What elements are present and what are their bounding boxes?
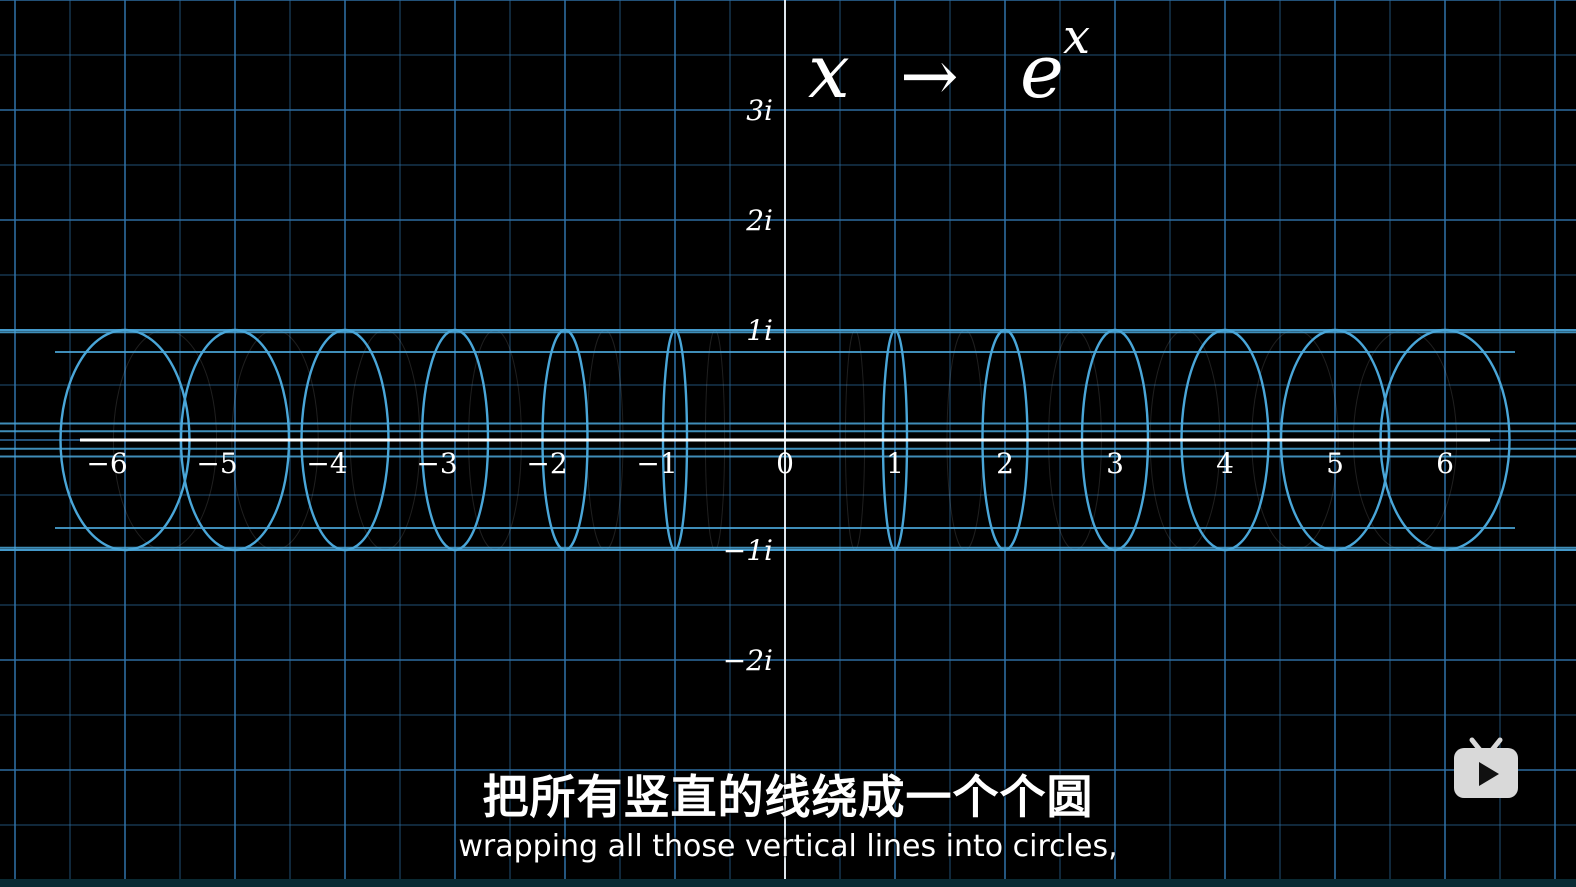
real-tick-label: 5 <box>1326 447 1344 480</box>
real-tick-label: 6 <box>1436 447 1454 480</box>
real-tick-label: 4 <box>1216 447 1234 480</box>
formula-exponent: x <box>1063 9 1091 65</box>
imaginary-tick-label: −2i <box>723 644 773 677</box>
real-tick-label: 0 <box>776 447 794 480</box>
formula-base: e <box>1020 29 1064 115</box>
axis-labels: −6 −5 −4 −3 −2 −1 0 1 2 3 4 5 6 3i 2i 1i −1i −2i <box>86 94 1454 677</box>
mapping-formula: x → e x <box>808 6 1108 116</box>
imaginary-tick-label: 2i <box>745 204 773 237</box>
imaginary-tick-label: 3i <box>746 94 773 127</box>
real-tick-label: −1 <box>636 447 677 480</box>
imaginary-tick-label: −1i <box>723 534 773 567</box>
bilibili-tv-icon[interactable] <box>1452 736 1520 800</box>
horizontal-band-lines <box>0 329 1576 551</box>
real-tick-label: −3 <box>416 447 457 480</box>
imaginary-tick-label: 1i <box>746 314 773 347</box>
real-tick-label: 1 <box>886 447 904 480</box>
formula-arrow: → <box>900 35 959 117</box>
real-tick-label: 3 <box>1106 447 1124 480</box>
real-tick-label: −6 <box>86 447 127 480</box>
real-tick-label: −5 <box>196 447 237 480</box>
real-tick-label: −2 <box>526 447 567 480</box>
real-tick-label: 2 <box>996 447 1014 480</box>
axes <box>80 0 1490 887</box>
formula-input: x <box>808 29 850 115</box>
subtitle-english: wrapping all those vertical lines into c… <box>458 829 1118 864</box>
real-tick-label: −4 <box>306 447 347 480</box>
subtitle-chinese: 把所有竖直的线绕成一个个圆 <box>482 770 1094 824</box>
player-progress-strip <box>0 879 1576 887</box>
